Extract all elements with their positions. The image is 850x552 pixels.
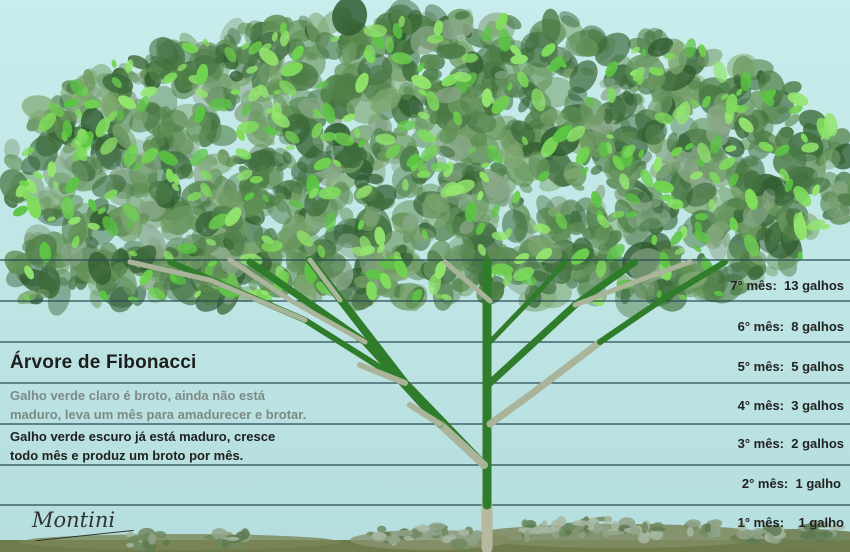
artist-signature: Montini (32, 508, 115, 532)
month-4-count: 3 galhos (791, 398, 844, 413)
month-7-label: 7° mês: 13 galhos (730, 278, 844, 293)
bush-leaf (231, 544, 245, 549)
month-5-count: 5 galhos (791, 359, 844, 374)
bush-leaf (524, 530, 531, 542)
month-3-count: 2 galhos (791, 436, 844, 451)
bush-leaf (686, 519, 701, 527)
sprout-description-line-1: Galho verde claro é broto, ainda não est… (10, 386, 400, 405)
bush-leaf (148, 533, 156, 545)
bush-leaf (163, 539, 170, 546)
month-2-count: 1 galho (795, 476, 841, 491)
month-6-count: 8 galhos (791, 319, 844, 334)
bush-leaf (397, 530, 413, 537)
bush-leaf (216, 538, 223, 548)
month-3-label: 3° mês: 2 galhos (738, 436, 844, 451)
month-7-name: 7° mês: (730, 278, 776, 293)
bush-leaf (128, 536, 144, 541)
month-5-name: 5° mês: (738, 359, 784, 374)
mature-description-line-1: Galho verde escuro já está maduro, cresc… (10, 427, 400, 446)
month-2-name: 2° mês: (742, 476, 788, 491)
month-4-name: 4° mês: (738, 398, 784, 413)
month-1-count: 1 galho (798, 515, 844, 530)
bush-leaf (607, 531, 624, 535)
bright-leaf (47, 161, 56, 177)
bush-leaf (377, 526, 386, 533)
bush-leaf (638, 533, 650, 544)
bush-leaf (563, 525, 576, 530)
bush-leaf (521, 519, 528, 527)
month-5-label: 5° mês: 5 galhos (738, 359, 844, 374)
bush-leaf (820, 531, 833, 538)
sprout-description: Galho verde claro é broto, ainda não est… (10, 386, 400, 424)
bush-leaf (599, 523, 610, 530)
bush-leaf (759, 529, 768, 533)
month-1-name: 1° mês: (738, 515, 784, 530)
bush-leaf (687, 527, 694, 537)
sprout-description-line-2: maduro, leva um mês para amadurecer e br… (10, 405, 400, 424)
month-6-label: 6° mês: 8 galhos (738, 319, 844, 334)
bush-leaf (565, 529, 572, 536)
month-4-label: 4° mês: 3 galhos (738, 398, 844, 413)
bush-leaf (533, 526, 545, 534)
bush-leaf (556, 516, 566, 527)
month-6-name: 6° mês: (738, 319, 784, 334)
mature-description: Galho verde escuro já está maduro, cresc… (10, 427, 400, 465)
month-1-label: 1° mês: 1 galho (738, 515, 844, 530)
bush-leaf (572, 520, 589, 526)
bush-leaf (126, 543, 133, 548)
bush-leaf (642, 522, 648, 534)
bush-leaf (143, 541, 149, 550)
leaf-cluster (61, 242, 83, 266)
month-2-label: 2° mês: 1 galho (742, 476, 841, 491)
bush-leaf (651, 527, 666, 531)
bush-leaf (710, 519, 722, 527)
bush-leaf (388, 535, 395, 544)
month-3-name: 3° mês: (738, 436, 784, 451)
mature-description-line-2: todo mês e produz um broto por mês. (10, 446, 400, 465)
page-title: Árvore de Fibonacci (10, 352, 196, 374)
bush-leaf (736, 529, 753, 540)
bush-leaf (418, 524, 429, 533)
bush-leaf (372, 532, 386, 540)
bush-leaf (442, 535, 451, 543)
bush-leaf (604, 516, 612, 524)
bush-leaf (705, 523, 711, 533)
bush-leaf (464, 534, 481, 542)
bush-leaf (611, 521, 620, 531)
bush-leaf (212, 528, 228, 540)
bush-leaf (630, 527, 641, 536)
month-7-count: 13 galhos (784, 278, 844, 293)
bush-leaf (226, 537, 239, 541)
bush-leaf (578, 532, 586, 538)
